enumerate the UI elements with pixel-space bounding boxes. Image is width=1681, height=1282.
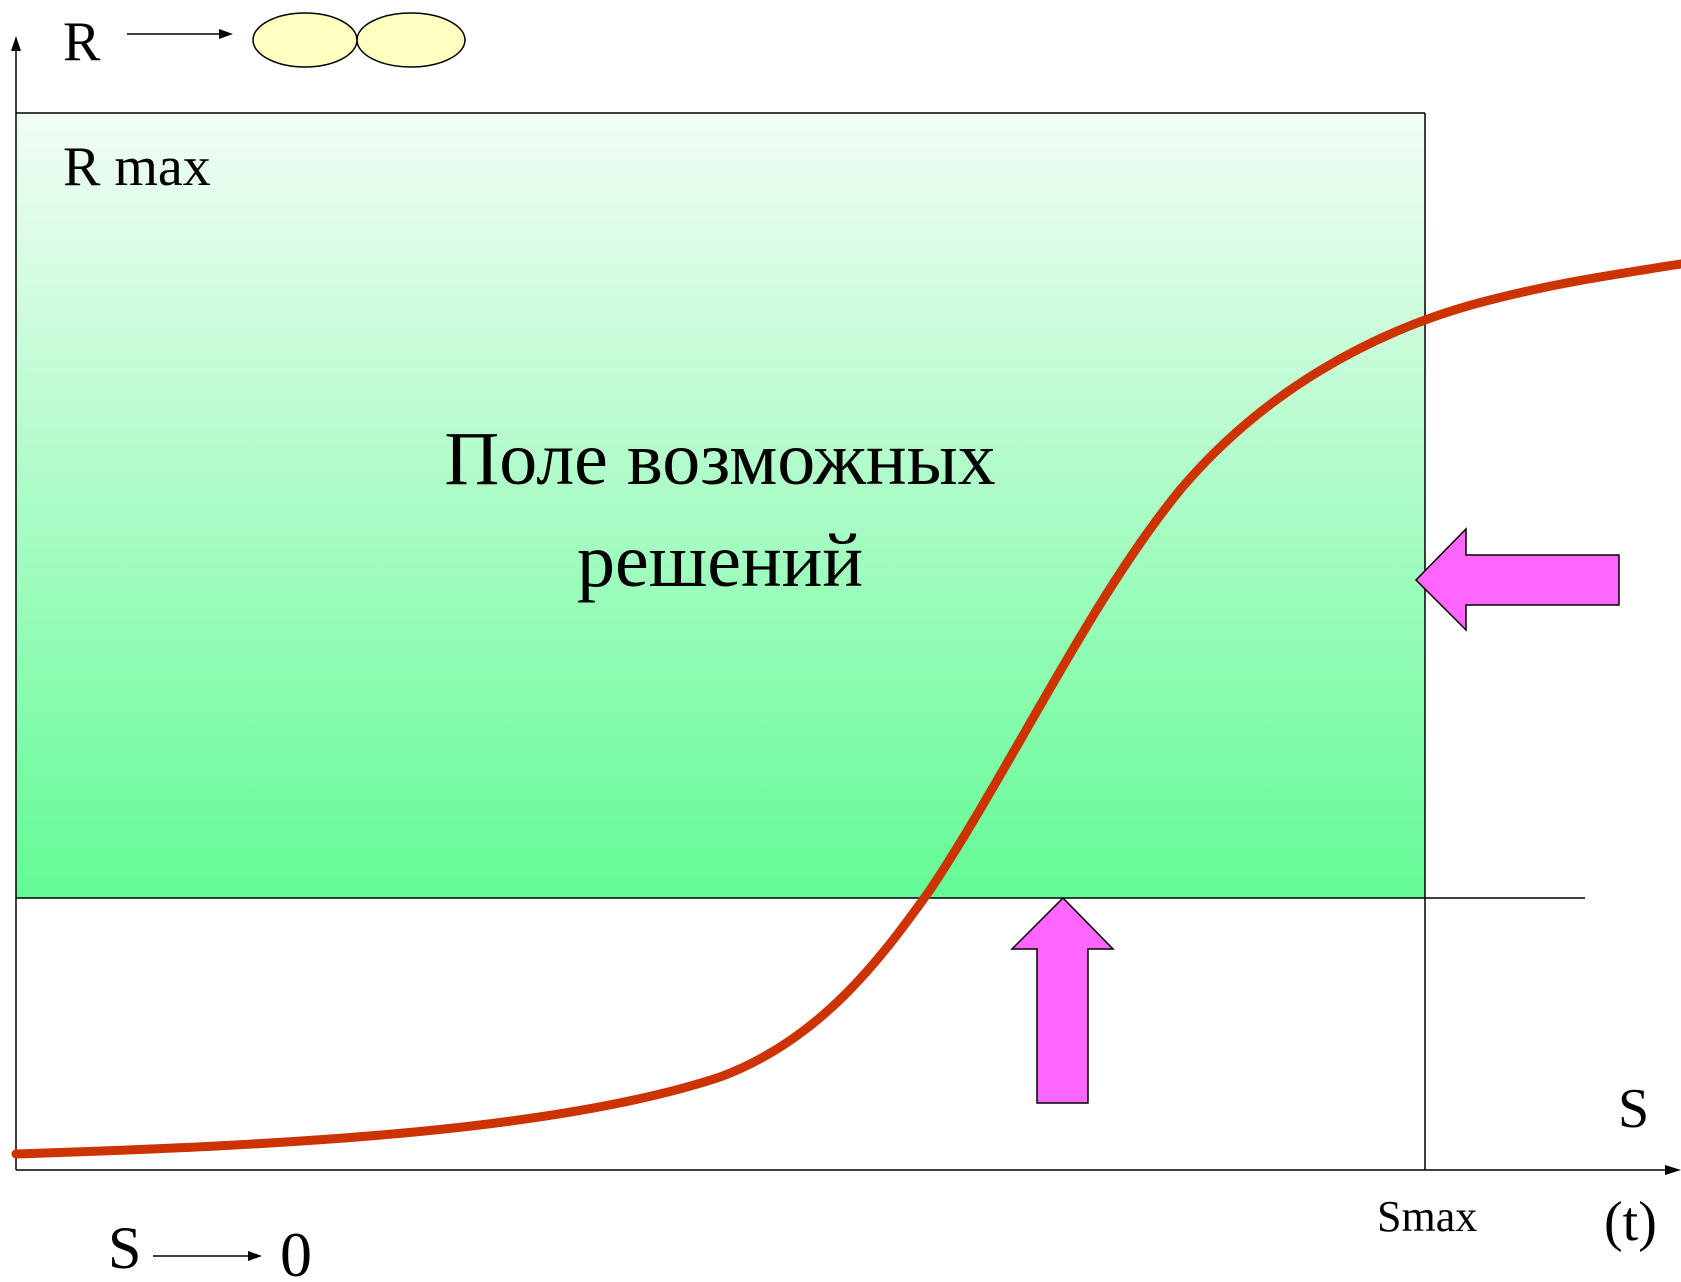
r-max-label: R max <box>63 136 211 198</box>
field-title-line2: решений <box>577 519 863 603</box>
r-arrow-head <box>219 29 233 39</box>
double-ellipse-icon <box>252 12 466 68</box>
solution-field <box>16 113 1425 898</box>
s-bottom-label: S <box>108 1215 141 1281</box>
arrow-up-icon <box>1010 896 1115 1104</box>
s-axis-arrowhead <box>1665 1165 1681 1175</box>
arrow-left-icon <box>1414 527 1620 632</box>
r-axis-label: R <box>63 11 101 73</box>
field-title-line1: Поле возможных <box>444 417 995 501</box>
s-axis-label: S <box>1618 1078 1649 1140</box>
growth-curve <box>11 259 1681 1159</box>
s-max-label: Smax <box>1377 1192 1477 1241</box>
s-arrow-head <box>248 1251 262 1261</box>
r-axis-arrowhead <box>11 36 21 51</box>
time-unit-label: (t) <box>1604 1191 1657 1253</box>
zero-label: 0 <box>280 1219 312 1282</box>
